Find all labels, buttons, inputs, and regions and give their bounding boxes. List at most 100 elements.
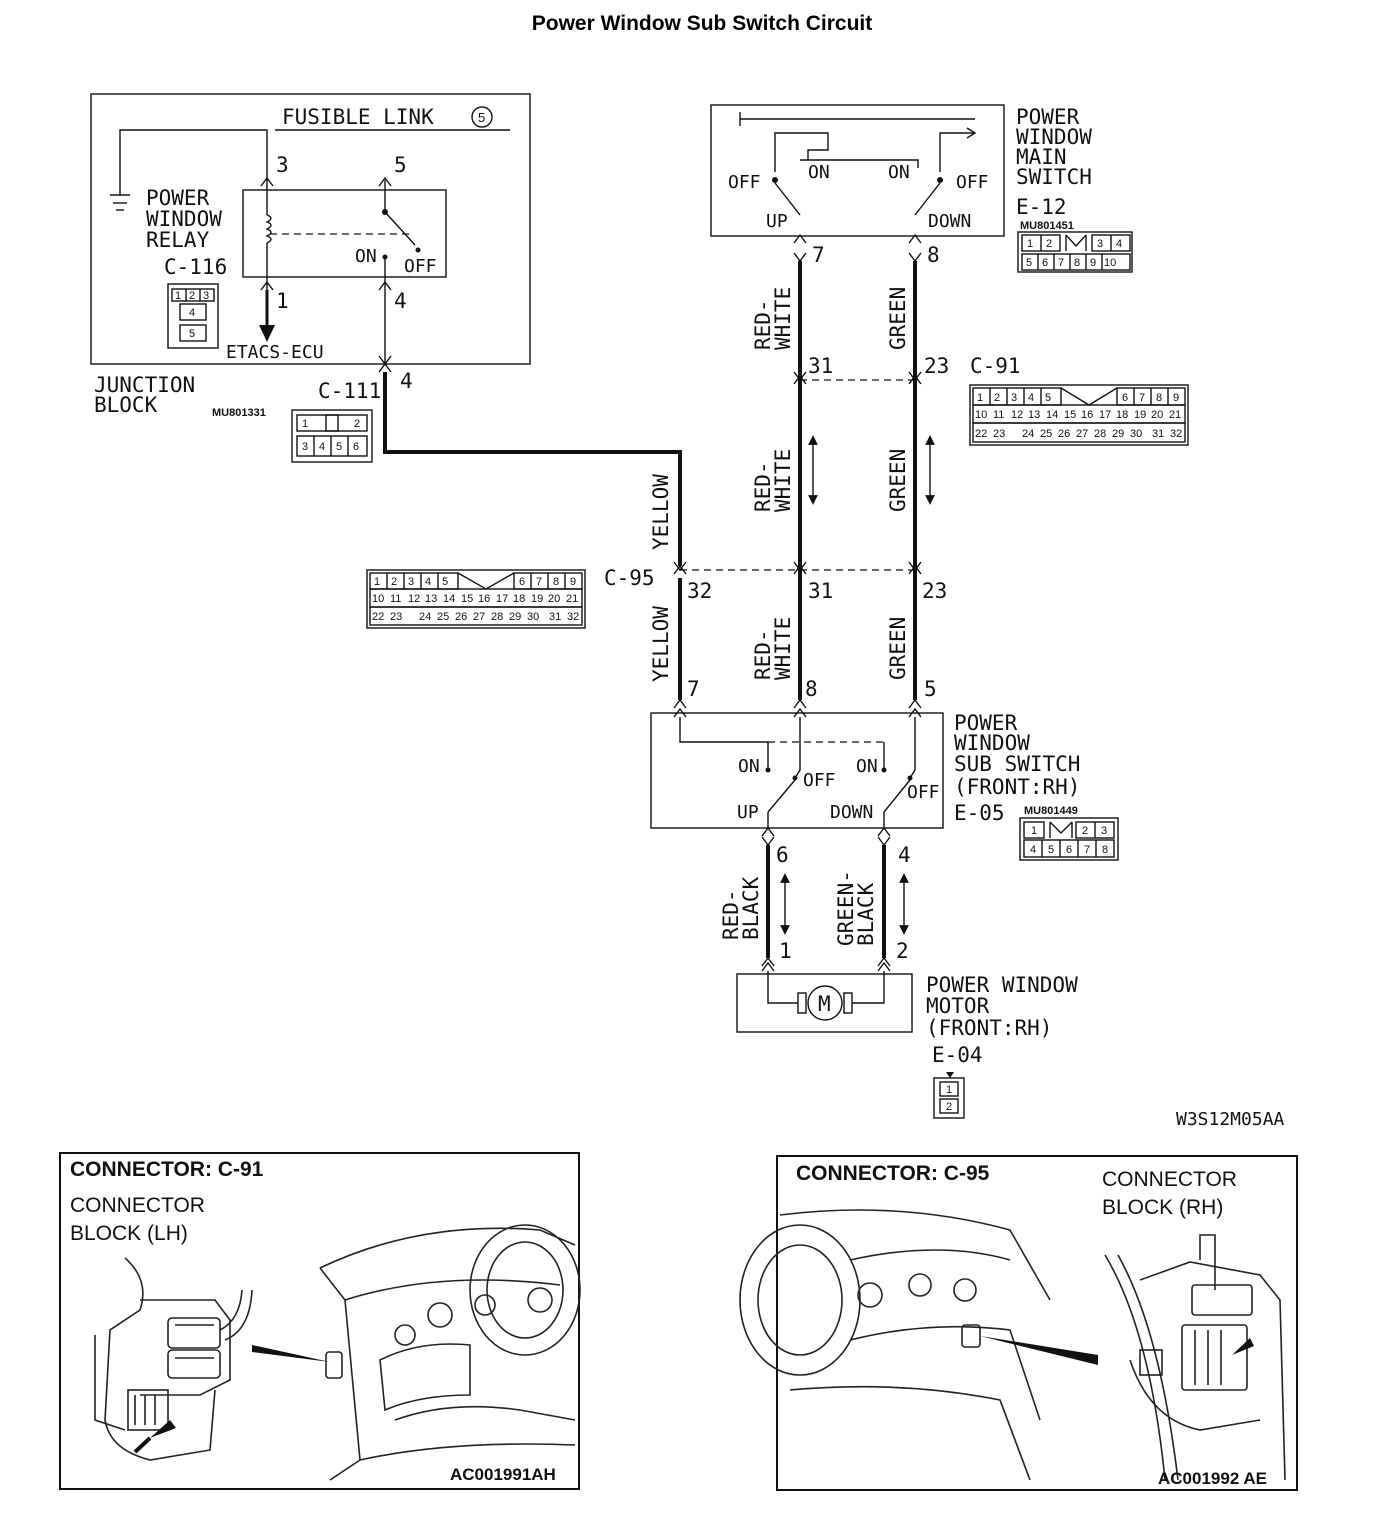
relay-pin-4: 4	[394, 289, 407, 313]
connector-c95-panel: CONNECTOR: C-95 CONNECTOR BLOCK (RH)	[739, 1155, 1298, 1491]
c111-pin-label-3: 3	[302, 441, 308, 453]
c91-pin-26: 26	[1058, 428, 1070, 440]
c111-pin-label-5: 5	[336, 441, 342, 453]
junction-block: FUSIBLE LINK 5 POWER WINDOW RELAY 3 5 ON…	[90, 93, 531, 373]
sub-switch-label-4: (FRONT:RH)	[954, 775, 1080, 799]
c91-pin-11: 11	[993, 409, 1004, 421]
rw-label-2a: RED-	[751, 461, 775, 512]
c91-pin-13: 13	[1028, 409, 1040, 421]
c95-panel-caption-1: CONNECTOR	[1102, 1168, 1237, 1191]
rw-label-2b: WHITE	[771, 449, 795, 512]
c95-pin-17: 17	[496, 593, 508, 605]
c95-pin-25: 25	[437, 611, 449, 623]
main-pin-8: 8	[927, 243, 940, 267]
e12-pin-8: 8	[1074, 257, 1080, 269]
main-switch-label-3: MAIN	[1016, 145, 1067, 169]
fusible-link-label: FUSIBLE LINK	[282, 105, 434, 129]
c95-pin-22: 22	[372, 611, 384, 623]
relay-pin-5: 5	[394, 153, 407, 177]
sub-on-right: ON	[856, 756, 878, 777]
e12-pin-2: 2	[1046, 238, 1052, 250]
fusible-link-number: 5	[478, 110, 485, 125]
c91-panel-caption-1: CONNECTOR	[70, 1194, 205, 1217]
c91-pin-31: 31	[808, 354, 833, 378]
e12-connector-icon: 1 2 3 4 5 6 7 8 9 10	[1017, 231, 1133, 273]
c116-pin-1: 1	[175, 290, 181, 302]
main-switch-label-2: WINDOW	[1016, 125, 1092, 149]
motor-label-1: POWER WINDOW	[926, 973, 1078, 997]
relay-pin-1: 1	[276, 289, 289, 313]
c91-pin-27: 27	[1076, 428, 1088, 440]
e05-pin-6: 6	[1066, 844, 1072, 856]
c91-pin-29: 29	[1112, 428, 1124, 440]
c91-pin-3: 3	[1011, 392, 1017, 404]
c95-pin-23: 23	[390, 611, 402, 623]
gb-label-b: BLACK	[854, 882, 878, 946]
c91-pin-1: 1	[977, 392, 983, 404]
c111-pin-4: 4	[400, 369, 413, 393]
c95-panel-code: AC001992 AE	[1158, 1469, 1267, 1488]
c95-pin-31b: 31	[549, 611, 561, 623]
sub-up-label: UP	[737, 802, 759, 823]
c95-pin-31: 31	[808, 579, 833, 603]
c91-pin-10: 10	[975, 409, 987, 421]
c91-pin-23: 23	[924, 354, 949, 378]
c95-pin-1: 1	[374, 576, 380, 588]
c116-connector-icon: 1 2 3 4 5	[167, 283, 219, 349]
e12-pin-7: 7	[1058, 257, 1064, 269]
main-on-left: ON	[808, 162, 830, 183]
sub-switch-label-2: WINDOW	[954, 731, 1030, 755]
main-off-right: OFF	[956, 172, 989, 193]
gb-label-a: GREEN-	[834, 870, 858, 946]
c95-pin-7: 7	[536, 576, 542, 588]
c91-pin-18: 18	[1116, 409, 1128, 421]
c111-pin-label-6: 6	[353, 441, 359, 453]
part-code-mu801451: MU801451	[1020, 220, 1074, 232]
e12-pin-1: 1	[1027, 238, 1033, 250]
c95-pin-27: 27	[473, 611, 485, 623]
yellow-wire-label-upper: YELLOW	[649, 474, 673, 550]
rb-label-b: BLACK	[739, 876, 763, 940]
e05-pin-4: 4	[1030, 844, 1036, 856]
sub-pin-7: 7	[687, 677, 700, 701]
c91-pin-15: 15	[1064, 409, 1076, 421]
c95-pin-28: 28	[491, 611, 503, 623]
e12-label: E-12	[1016, 195, 1067, 219]
sub-off-left: OFF	[803, 770, 836, 791]
c95-pin-10: 10	[372, 593, 384, 605]
e05-pin-7: 7	[1084, 844, 1090, 856]
e05-pin-3: 3	[1101, 825, 1107, 837]
junction-block-label-2: BLOCK	[94, 393, 158, 417]
c91-pin-6: 6	[1122, 392, 1128, 404]
c95-pin-23: 23	[922, 579, 947, 603]
sub-pin-5: 5	[924, 677, 937, 701]
c95-pin-32: 32	[687, 579, 712, 603]
motor-icon	[807, 985, 843, 1021]
main-pin-7: 7	[812, 243, 825, 267]
c91-pin-4: 4	[1028, 392, 1034, 404]
c91-pin-16: 16	[1081, 409, 1093, 421]
motor-label-2: MOTOR	[926, 994, 990, 1018]
part-code-mu801331: MU801331	[212, 407, 266, 419]
main-switch-label-1: POWER	[1016, 105, 1080, 129]
e04-connector-icon: 1 2	[933, 1072, 965, 1119]
e12-pin-4: 4	[1116, 238, 1122, 250]
c111-pin-label-2: 2	[354, 418, 360, 430]
rw-label-1b: WHITE	[771, 287, 795, 350]
c91-pin-25: 25	[1040, 428, 1052, 440]
green-label-3: GREEN	[886, 617, 910, 680]
e12-pin-5: 5	[1026, 257, 1032, 269]
e05-label: E-05	[954, 801, 1005, 825]
yellow-wire-label-lower: YELLOW	[649, 606, 673, 682]
diagram-code: W3S12M05AA	[1176, 1109, 1285, 1130]
power-window-motor: M	[736, 956, 913, 1033]
page-title: Power Window Sub Switch Circuit	[532, 12, 873, 35]
dashboard-rh-icon	[739, 1209, 1051, 1481]
c95-pin-26: 26	[455, 611, 467, 623]
e12-pin-9: 9	[1090, 257, 1096, 269]
c95-pin-21: 21	[566, 593, 578, 605]
motor-symbol: M	[818, 992, 831, 1016]
c91-pin-14: 14	[1046, 409, 1058, 421]
yellow-wire	[383, 372, 682, 566]
